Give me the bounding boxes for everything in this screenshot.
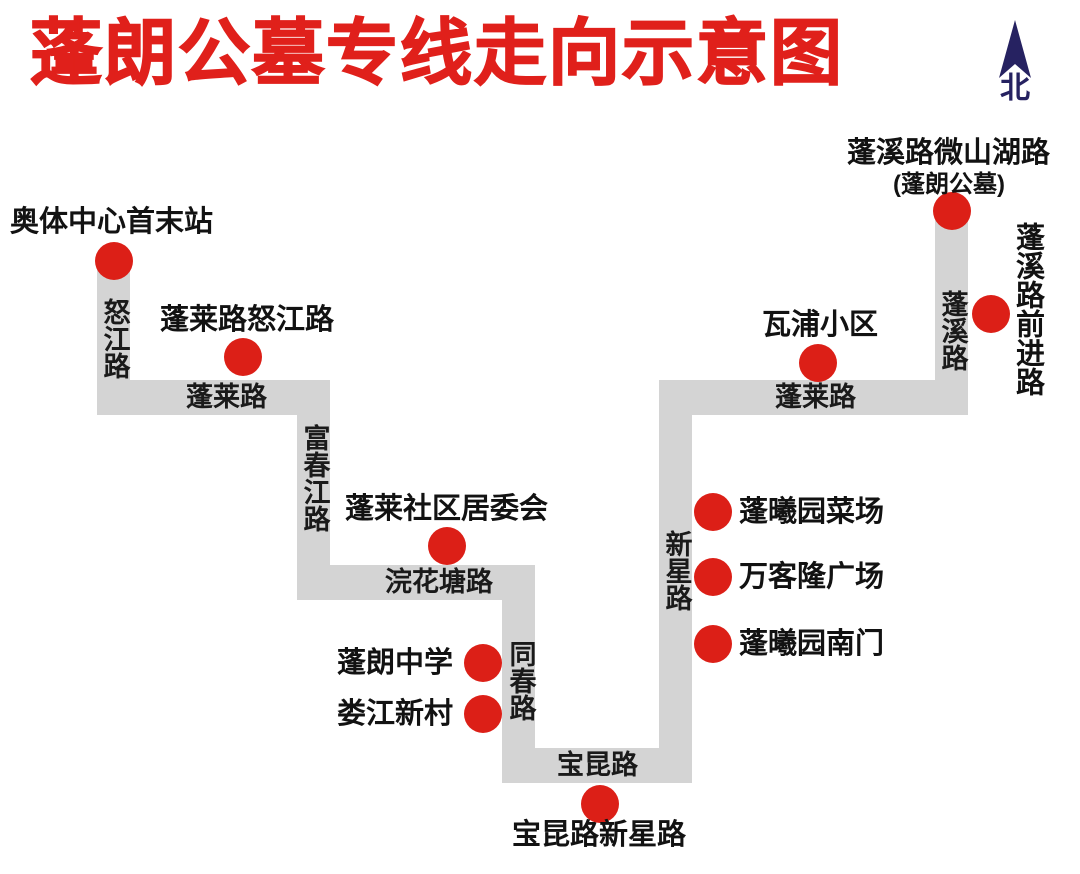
- road-label-nujiang-lu: 怒江路: [99, 298, 130, 379]
- station-dot-loujiang-xincun[interactable]: [464, 695, 502, 733]
- station-dot-penglai-lu-nujiang-lu[interactable]: [224, 338, 262, 376]
- road-segment-pengxi-lu: [935, 212, 968, 415]
- north-label: 北: [1000, 72, 1030, 105]
- station-label-penglai-shequ-juweihui: 蓬莱社区居委会: [345, 493, 549, 525]
- station-label-penglai-lu-nujiang-lu: 蓬莱路怒江路: [160, 304, 335, 336]
- station-dot-baokun-lu-xinxing-lu[interactable]: [581, 785, 619, 823]
- station-dot-pengxi-lu-weishanhu-lu[interactable]: [933, 192, 971, 230]
- road-label-penglai-lu-west: 蓬莱路: [186, 382, 267, 412]
- north-arrow: 北: [985, 16, 1045, 111]
- station-label-pengxi-lu-weishanhu-lu: 蓬溪路微山湖路: [847, 137, 1051, 169]
- station-label-wapu-xiaoqu: 瓦浦小区: [762, 309, 879, 341]
- page-title: 蓬朗公墓专线走向示意图: [29, 14, 845, 94]
- station-label-penglang-zhongxue: 蓬朗中学: [337, 647, 454, 679]
- road-label-tongchun-lu: 同春路: [505, 640, 536, 721]
- road-label-baokun-lu: 宝昆路: [557, 750, 638, 780]
- station-label-baokun-lu-xinxing-lu: 宝昆路新星路: [512, 819, 687, 851]
- road-segment-penglai-lu-west: [97, 380, 330, 415]
- station-sublabel-penglang-gongmu: (蓬朗公墓): [893, 171, 1005, 198]
- station-dot-pengxiyuan-caichang[interactable]: [694, 493, 732, 531]
- road-segment-huanhuatang-lu: [297, 565, 535, 600]
- station-dot-penglai-shequ-juweihui[interactable]: [428, 527, 466, 565]
- road-segment-penglai-lu-east: [659, 380, 968, 415]
- station-dot-pengxiyuan-nanmen[interactable]: [694, 625, 732, 663]
- station-dot-wapu-xiaoqu[interactable]: [799, 344, 837, 382]
- road-label-fuchunjiang-lu: 富春江路: [299, 424, 330, 532]
- road-segment-xinxing-lu: [659, 380, 692, 783]
- station-dot-aoti-zhongxin-shoumozhan[interactable]: [95, 242, 133, 280]
- station-dot-wankelong-guangchang[interactable]: [694, 558, 732, 596]
- station-label-pengxi-lu-qianjin-lu: 蓬溪路前进路: [1011, 222, 1044, 396]
- station-label-wankelong-guangchang: 万客隆广场: [739, 561, 885, 593]
- station-label-pengxiyuan-nanmen: 蓬曦园南门: [739, 628, 885, 660]
- station-label-pengxiyuan-caichang: 蓬曦园菜场: [739, 496, 885, 528]
- station-label-aoti-zhongxin-shoumozhan: 奥体中心首末站: [10, 206, 214, 238]
- station-dot-penglang-zhongxue[interactable]: [464, 644, 502, 682]
- road-label-huanhuatang-lu: 浣花塘路: [385, 567, 493, 597]
- road-label-xinxing-lu: 新星路: [661, 530, 692, 611]
- station-label-loujiang-xincun: 娄江新村: [337, 698, 454, 730]
- road-segment-fuchunjiang-lu: [297, 380, 330, 600]
- road-label-pengxi-lu: 蓬溪路: [937, 290, 968, 371]
- road-label-penglai-lu-east: 蓬莱路: [775, 382, 856, 412]
- north-arrow-icon: [999, 20, 1031, 78]
- road-segment-tongchun-lu: [502, 565, 535, 783]
- station-dot-pengxi-lu-qianjin-lu[interactable]: [972, 295, 1010, 333]
